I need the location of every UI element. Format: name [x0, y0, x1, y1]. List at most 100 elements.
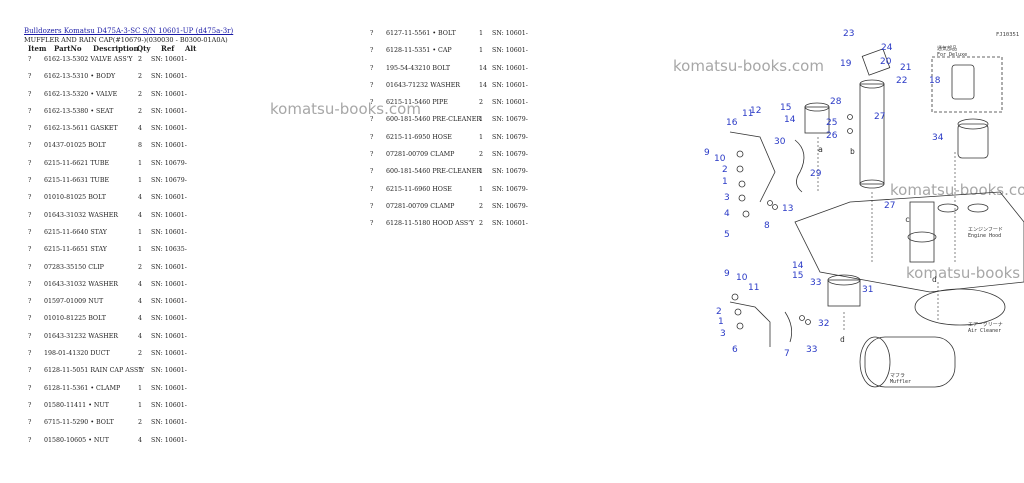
- row-item: ?: [28, 280, 32, 288]
- hose-lower: [784, 311, 793, 343]
- row-item: ?: [28, 384, 32, 392]
- row-partno-description: 6215-11-6621 TUBE: [44, 159, 110, 167]
- pre-cleaner-lower: [827, 279, 861, 307]
- row-qty: 4: [138, 436, 143, 444]
- row-qty: 14: [479, 81, 488, 89]
- row-partno-description: 6715-11-5290 • BOLT: [44, 419, 114, 427]
- row-item: ?: [370, 116, 374, 124]
- watermark: komatsu-books.com: [270, 100, 421, 118]
- callout-number: 11: [748, 283, 759, 293]
- stay-lower: [729, 301, 771, 347]
- row-ref: SN: 10679-: [492, 185, 528, 193]
- callout-number: 12: [750, 106, 761, 116]
- row-item: ?: [370, 99, 374, 107]
- row-partno-description: 6162-13-5320 • VALVE: [44, 90, 118, 98]
- watermark: komatsu-books.com: [673, 57, 824, 75]
- callout-number: 32: [818, 319, 829, 329]
- callout-number: 15: [792, 271, 803, 281]
- row-item: ?: [28, 73, 32, 81]
- detail-box: [931, 56, 1003, 113]
- col-description: Description: [93, 44, 139, 53]
- row-qty: 1: [138, 384, 143, 392]
- callout-number: 15: [780, 103, 791, 113]
- row-partno-description: 6162-13-5611 GASKET: [44, 125, 118, 133]
- row-partno-description: 01580-11411 • NUT: [44, 401, 109, 409]
- row-qty: 2: [479, 99, 484, 107]
- row-partno-description: 195-54-43210 BOLT: [386, 64, 451, 72]
- row-qty: 1: [138, 177, 143, 185]
- row-ref: SN: 10679-: [492, 202, 528, 210]
- row-partno-description: 198-01-41320 DUCT: [44, 350, 110, 358]
- row-partno-description: 6215-11-6631 TUBE: [44, 177, 110, 185]
- row-item: ?: [370, 81, 374, 89]
- muffler: [864, 336, 956, 388]
- callout-number: 19: [840, 59, 852, 69]
- diagram-label: エンジンフード: [968, 227, 1003, 233]
- callout-number: 5: [724, 230, 730, 240]
- row-qty: 1: [479, 47, 484, 55]
- row-partno-description: 01597-01009 NUT: [44, 298, 104, 306]
- row-ref: SN: 10679-: [151, 177, 187, 185]
- row-qty: 2: [479, 220, 484, 228]
- row-qty: 4: [138, 211, 143, 219]
- row-qty: 1: [138, 246, 143, 254]
- row-ref: SN: 10601-: [151, 90, 187, 98]
- row-item: ?: [28, 159, 32, 167]
- model-link[interactable]: Bulldozers Komatsu D475A-3-SC S/N 10601-…: [24, 27, 234, 35]
- exhaust-pipe: [859, 83, 885, 185]
- callout-number: 14: [792, 261, 804, 271]
- row-qty: 2: [479, 202, 484, 210]
- diagram-letter: d: [840, 335, 845, 344]
- row-qty: 8: [138, 142, 143, 150]
- col-item: Item: [28, 44, 47, 53]
- diagram-label: Air Cleaner: [968, 328, 1001, 334]
- row-qty: 1: [479, 133, 484, 141]
- row-item: ?: [370, 30, 374, 37]
- diagram-letter: d: [932, 275, 937, 284]
- col-alt: Alt: [185, 44, 197, 53]
- row-item: ?: [28, 263, 32, 271]
- row-partno-description: 01643-71232 WASHER: [386, 81, 461, 89]
- watermark: komatsu-books: [906, 264, 1021, 282]
- row-qty: 2: [138, 350, 143, 358]
- hose-upper: [794, 139, 805, 193]
- row-partno-description: 01643-31032 WASHER: [44, 280, 119, 288]
- row-qty: 2: [138, 56, 143, 63]
- row-ref: SN: 10601-: [151, 367, 187, 375]
- catalog-header: Bulldozers Komatsu D475A-3-SC S/N 10601-…: [24, 27, 354, 45]
- row-qty: 2: [138, 419, 143, 427]
- row-ref: SN: 10679-: [492, 151, 528, 159]
- row-ref: SN: 10601-: [492, 99, 528, 107]
- row-qty: 4: [138, 332, 143, 340]
- row-qty: 4: [138, 298, 143, 306]
- row-partno-description: 01437-01025 BOLT: [44, 142, 106, 150]
- row-qty: 14: [479, 64, 488, 72]
- callout-number: 28: [830, 97, 842, 107]
- row-item: ?: [370, 151, 374, 159]
- row-partno-description: 600-181-5460 PRE-CLEANER: [386, 116, 482, 124]
- row-partno-description: 6127-11-5561 • BOLT: [386, 30, 456, 37]
- callout-number: 26: [826, 131, 838, 141]
- row-qty: 1: [479, 30, 484, 37]
- row-qty: 2: [138, 107, 143, 115]
- col-ref: Ref: [161, 44, 175, 53]
- row-partno-description: 6128-11-5180 HOOD ASS'Y: [386, 220, 475, 228]
- row-item: ?: [370, 168, 374, 176]
- row-item: ?: [28, 367, 32, 375]
- row-partno-description: 600-181-5460 PRE-CLEANER: [386, 168, 482, 176]
- diagram-label: マフラ: [890, 373, 905, 379]
- row-item: ?: [370, 133, 374, 141]
- row-qty: 1: [138, 367, 143, 375]
- callout-number: 33: [810, 278, 821, 288]
- diagram-label: Engine Hood: [968, 233, 1001, 239]
- callout-number: 6: [732, 345, 738, 355]
- row-ref: SN: 10601-: [151, 315, 187, 323]
- row-ref: SN: 10601-: [151, 298, 187, 306]
- row-partno-description: 07281-00709 CLAMP: [386, 151, 455, 159]
- diagram-letter: b: [850, 147, 855, 156]
- row-ref: SN: 10601-: [492, 47, 528, 55]
- row-ref: SN: 10601-: [151, 228, 187, 236]
- callout-number: 22: [896, 76, 907, 86]
- second-pipe: [909, 201, 935, 263]
- row-qty: 1: [138, 159, 143, 167]
